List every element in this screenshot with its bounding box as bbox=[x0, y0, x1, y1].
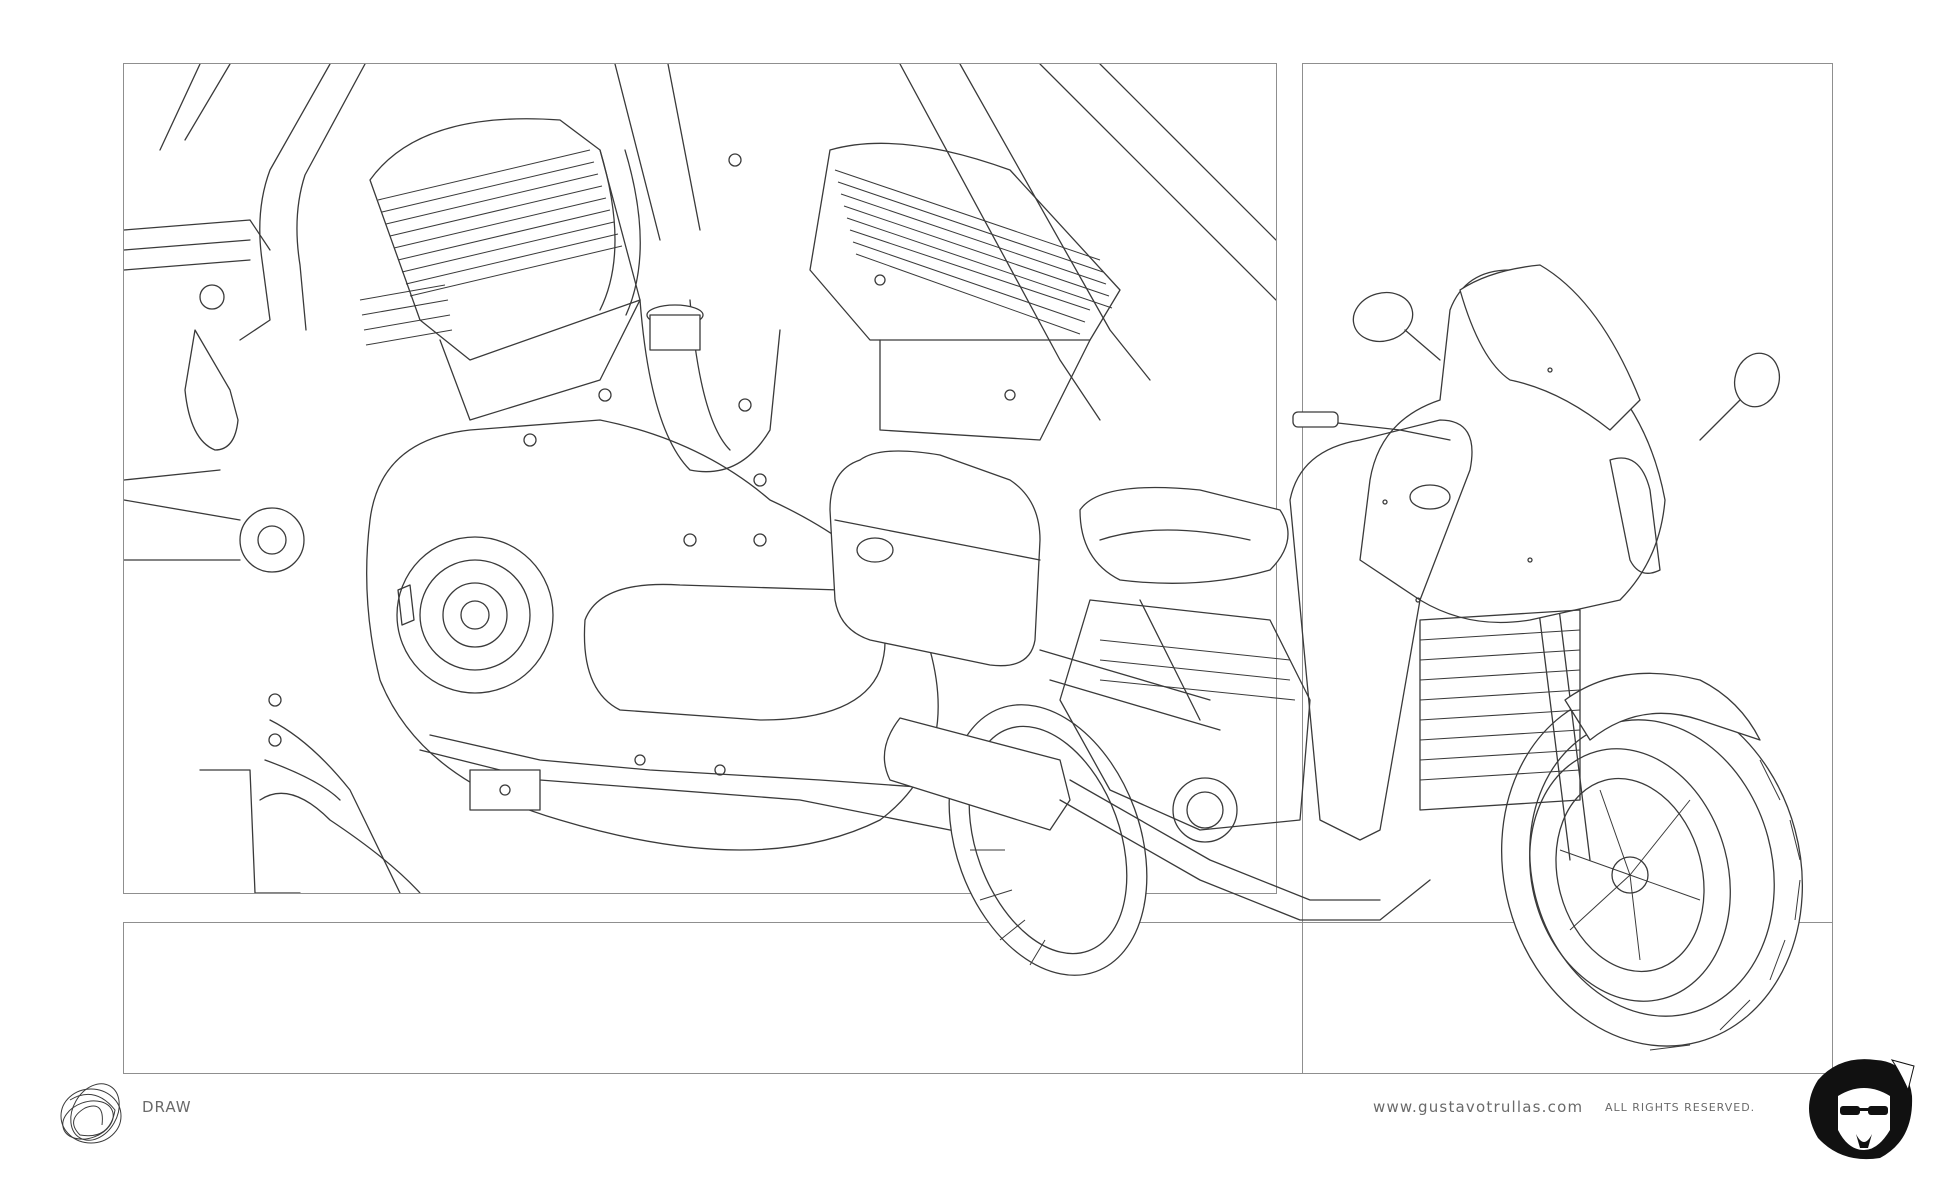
rights-notice: ALL RIGHTS RESERVED. bbox=[1605, 1101, 1756, 1114]
draw-label: DRAW bbox=[142, 1098, 192, 1116]
rear-wheel bbox=[948, 704, 1148, 976]
website-link[interactable]: www.gustavotrullas.com bbox=[1373, 1098, 1584, 1116]
right-cylinder-head bbox=[809, 142, 1121, 441]
saddlebag bbox=[829, 450, 1041, 667]
engine-drawing bbox=[124, 64, 1276, 893]
engine-closeup-panel bbox=[123, 63, 1277, 894]
motorcycle-drawing bbox=[829, 264, 1804, 1051]
scribble-logo-icon bbox=[60, 1083, 122, 1144]
engine-bolts bbox=[268, 153, 1016, 796]
bottom-panel bbox=[123, 922, 1833, 1074]
front-wheel bbox=[1500, 689, 1804, 1051]
sunglasses-avatar-icon bbox=[1809, 1059, 1915, 1160]
left-cylinder-head bbox=[359, 118, 641, 421]
